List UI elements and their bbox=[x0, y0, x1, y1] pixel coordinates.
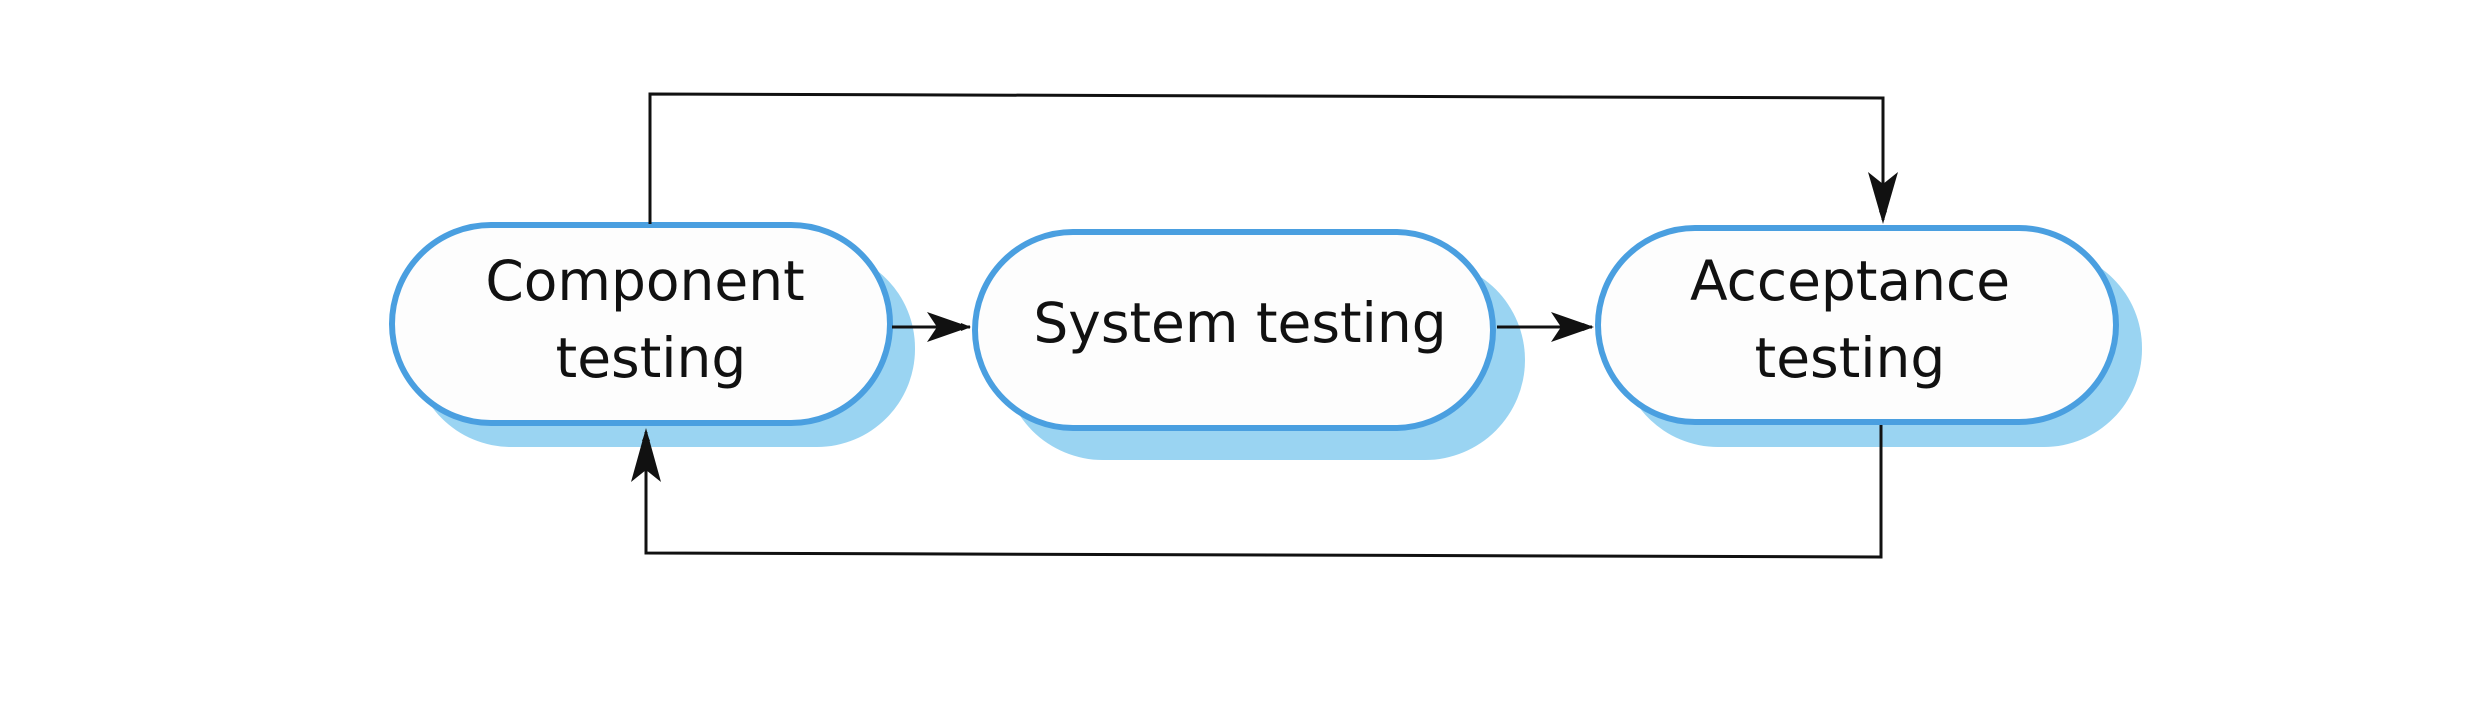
component-node-shape bbox=[389, 222, 893, 426]
acceptance-node-label-line2: testing bbox=[1755, 326, 1946, 390]
arrowhead-component-to-system bbox=[927, 312, 970, 342]
edge-component-to-acceptance bbox=[648, 92, 1887, 224]
acceptance-node-label-line1: Acceptance bbox=[1690, 249, 2010, 313]
acceptance-node-shape bbox=[1595, 225, 2119, 425]
system-node-shape bbox=[972, 229, 1496, 431]
component-node-label-line2: testing bbox=[556, 326, 747, 390]
arrowheads bbox=[631, 172, 1898, 482]
node-component-testing: Component testing bbox=[389, 222, 893, 426]
system-node-label: System testing bbox=[1033, 291, 1446, 355]
component-node-label-line1: Component bbox=[485, 249, 804, 313]
arrowhead-into-acceptance bbox=[1868, 172, 1898, 224]
node-system-testing: System testing bbox=[972, 229, 1496, 431]
node-acceptance-testing: Acceptance testing bbox=[1595, 225, 2119, 425]
edge-acceptance-to-component bbox=[642, 425, 1883, 559]
arrowhead-system-to-acceptance bbox=[1551, 312, 1594, 342]
arrowhead-into-component bbox=[631, 428, 661, 482]
